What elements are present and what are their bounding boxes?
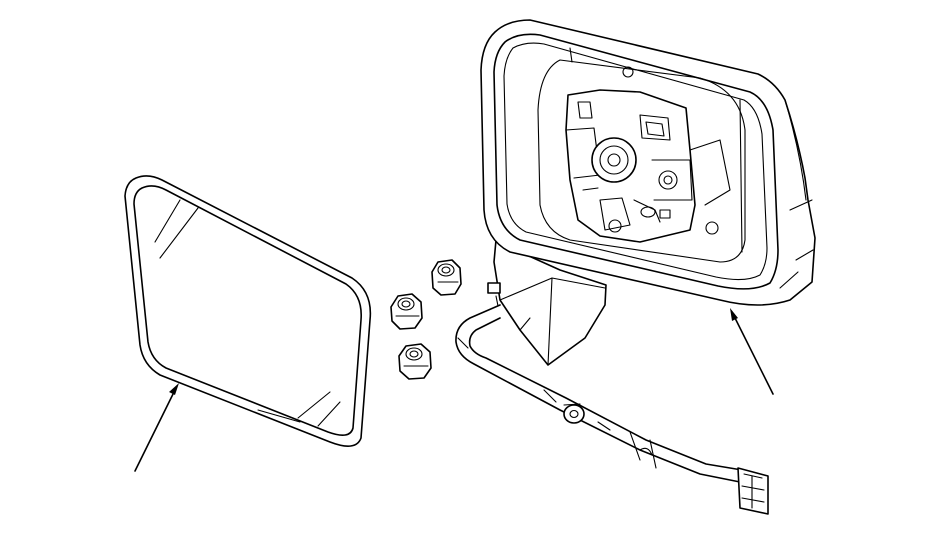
mirror-glass-callout (135, 383, 179, 471)
wire-harness-connector (738, 468, 768, 514)
mounting-nut-2 (391, 294, 422, 329)
housing-callout (730, 308, 773, 394)
harness-clip (564, 404, 584, 423)
wire-harness (456, 283, 742, 482)
mounting-nut-1 (432, 260, 461, 295)
mounting-nut-3 (399, 344, 431, 379)
mirror-glass (125, 176, 370, 446)
mirror-housing-assembly (481, 20, 815, 365)
